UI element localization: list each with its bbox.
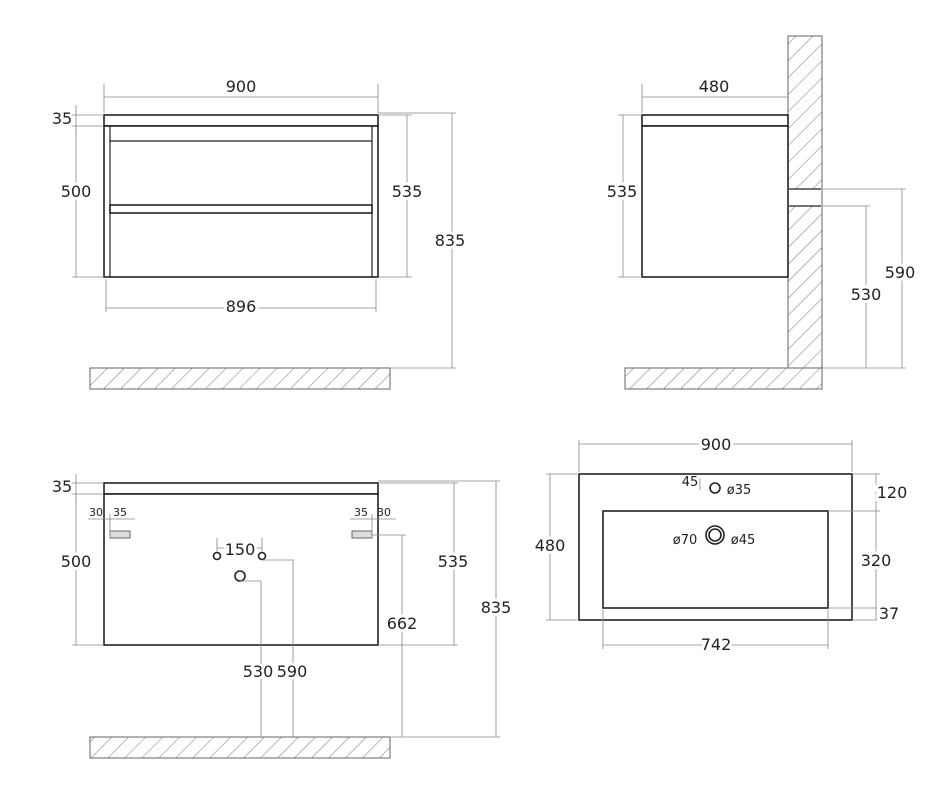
top-tap-hole (709, 482, 721, 494)
back-mount-bracket-right (351, 530, 373, 539)
back-top-thickness-label: 35 (52, 477, 72, 496)
front-bottom-width-label: 896 (226, 297, 257, 316)
front-floor-hatch (89, 367, 391, 390)
side-pipe-opening (789, 189, 821, 206)
back-mount-height-label: 662 (387, 614, 418, 633)
top-rim-front-label: 37 (879, 604, 899, 623)
back-cabinet-body (103, 493, 379, 646)
top-tap-offset-label: 45 (682, 475, 699, 490)
side-depth-label: 480 (699, 77, 730, 96)
top-drain-inner (708, 528, 722, 542)
front-top-thickness-label: 35 (52, 109, 72, 128)
side-pipe-height-1-label: 530 (851, 285, 882, 304)
top-width-label: 900 (701, 435, 732, 454)
front-body-total-label: 535 (392, 182, 423, 201)
top-rim-back-label: 120 (877, 483, 908, 502)
back-height-label: 535 (438, 552, 469, 571)
side-height-label: 535 (607, 182, 638, 201)
front-drawer-divider (109, 204, 373, 214)
side-view: 480 535 590 530 (604, 35, 918, 390)
back-pipe-height-1-label: 530 (243, 662, 274, 681)
back-mount-bracket-left (109, 530, 131, 539)
top-depth-label: 480 (535, 536, 566, 555)
side-cabinet-body (641, 125, 789, 278)
side-pipe-height-2-label: 590 (885, 263, 916, 282)
front-view: 900 35 500 535 835 896 (52, 77, 468, 390)
back-drain-hole (234, 570, 246, 582)
back-pipe-hole-left (212, 551, 222, 561)
front-countertop (103, 114, 379, 127)
top-tap-hole-label: ø35 (727, 483, 752, 498)
back-mount-right-35: 35 (354, 506, 368, 519)
top-basin-depth-label: 320 (861, 551, 892, 570)
back-countertop (103, 482, 379, 495)
back-total-height-label: 835 (481, 598, 512, 617)
top-drain-inner-label: ø45 (731, 533, 756, 548)
top-basin-width-label: 742 (701, 635, 732, 654)
front-body-height-label: 500 (61, 182, 92, 201)
back-mount-left-35: 35 (113, 506, 127, 519)
front-width-label: 900 (226, 77, 257, 96)
back-floor-hatch (89, 736, 391, 759)
back-pipe-height-2-label: 590 (277, 662, 308, 681)
top-view: 900 480 45 ø35 ø70 ø45 120 320 37 742 (532, 432, 911, 657)
front-total-height-label: 835 (435, 231, 466, 250)
back-mount-left-30: 30 (89, 506, 103, 519)
back-body-height-label: 500 (61, 552, 92, 571)
side-countertop (641, 114, 789, 127)
back-pipe-hole-right (257, 551, 267, 561)
top-drain-outer-label: ø70 (673, 533, 698, 548)
front-cabinet-body (103, 125, 379, 278)
side-floor-hatch (624, 367, 823, 390)
back-view: 30 35 35 30 150 35 500 535 835 66 (52, 474, 514, 759)
back-mount-right-30: 30 (377, 506, 391, 519)
back-pipe-spacing-label: 150 (225, 540, 256, 559)
